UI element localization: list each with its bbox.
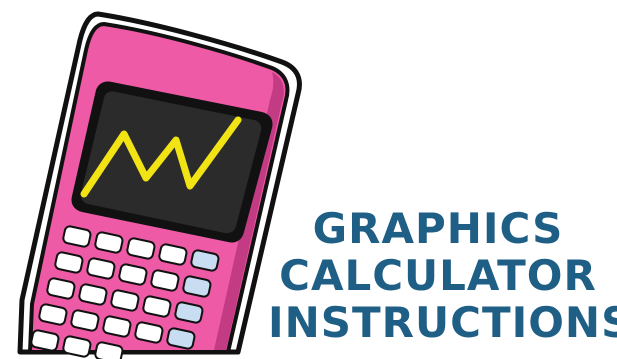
title-block: GRAPHICS CALCULATOR INSTRUCTIONS (268, 204, 617, 347)
title-line-3: INSTRUCTIONS (268, 298, 617, 347)
graphing-calculator-icon (17, 11, 302, 359)
keypad (30, 225, 220, 359)
zigzag-graph-icon (80, 116, 242, 198)
title-line-2: CALCULATOR (279, 251, 597, 300)
title-line-1: GRAPHICS (312, 204, 564, 253)
